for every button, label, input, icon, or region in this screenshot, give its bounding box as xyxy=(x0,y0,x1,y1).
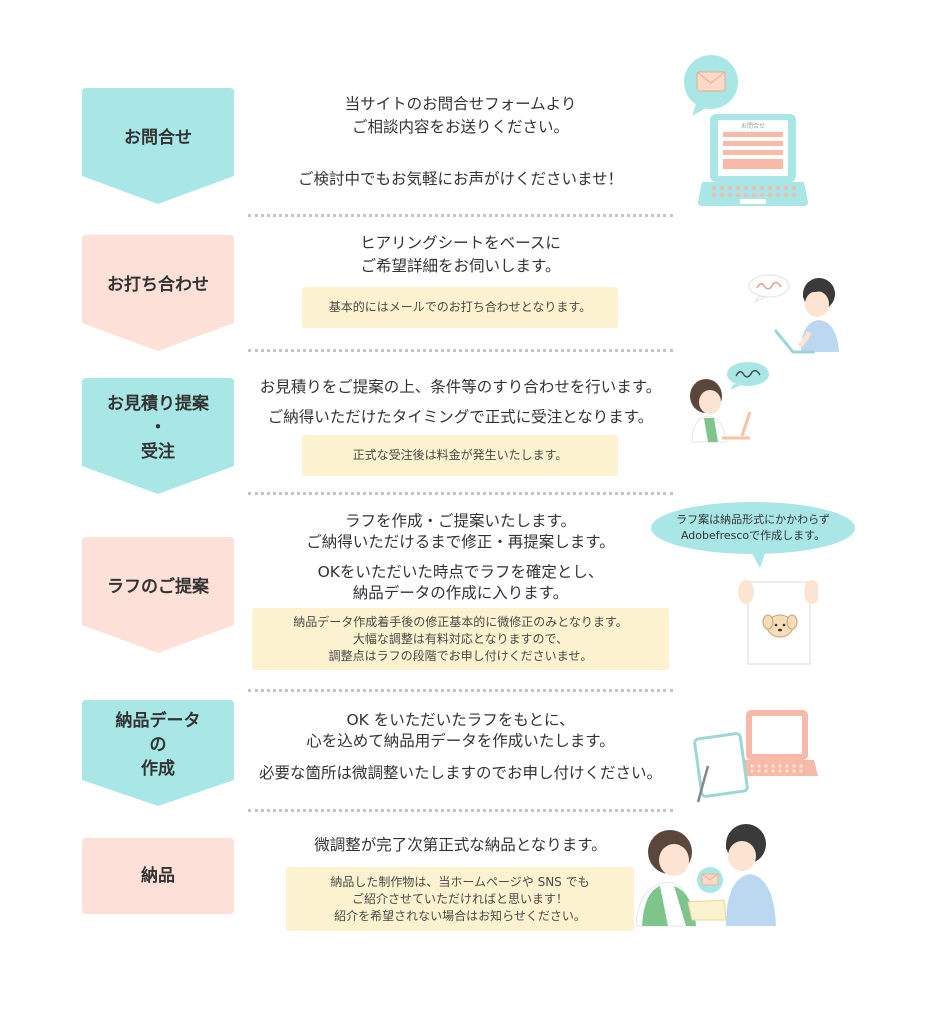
step-text: お見積りをご提案の上、条件等のすり合わせを行います。 xyxy=(259,378,662,396)
speech-bubble xyxy=(650,500,856,572)
step-content: お見積りをご提案の上、条件等のすり合わせを行います。 ご納得いただけたタイミング… xyxy=(248,377,673,428)
laptop-form-title: お問合せ xyxy=(741,122,765,130)
step-badge-rough: ラフのご提案 xyxy=(82,537,234,655)
step-note: 基本的にはメールでのお打ち合わせとなります。 xyxy=(302,287,618,328)
step-badge-production: 納品データ の 作成 xyxy=(82,700,234,808)
step-text: ご検討中でもお気軽にお声がけくださいませ！ xyxy=(297,170,624,188)
step-text: ご希望詳細をお伺いします。 xyxy=(360,257,561,275)
delivery-people-icon xyxy=(626,822,782,930)
speech-bubble-text: ラフ案は納品形式にかかわらず Adobefrescoで作成します。 xyxy=(650,512,856,544)
step-label: ・ xyxy=(149,418,167,438)
step-label: 納品データ xyxy=(115,711,201,731)
step-content: ラフを作成・ご提案いたします。 ご納得いただけるまで修正・再提案します。 OKを… xyxy=(248,511,673,604)
note-text: 基本的にはメールでのお打ち合わせとなります。 xyxy=(328,300,592,314)
step-badge-inquiry: お問合せ xyxy=(82,88,234,206)
person-laptop-icon xyxy=(684,358,780,446)
step-text: ラフを作成・ご提案いたします。 xyxy=(345,512,576,530)
step-text: 必要な箇所は微調整いたしますのでお申し付けください。 xyxy=(258,764,662,782)
step-content: OK をいただいたラフをもとに、 心を込めて納品用データを作成いたします。 必要… xyxy=(248,710,673,784)
step-badge-estimate: お見積り提案 ・ 受注 xyxy=(82,378,234,496)
divider xyxy=(248,492,673,495)
step-text: 心を込めて納品用データを作成いたします。 xyxy=(306,732,615,750)
step-label: お見積り提案 xyxy=(107,394,209,414)
step-label: 納品 xyxy=(141,866,175,886)
step-text: ご納得いただけるまで修正・再提案します。 xyxy=(306,533,615,551)
divider xyxy=(248,689,673,692)
step-label: 受注 xyxy=(141,442,175,462)
note-text: 調整点はラフの段階でお申し付けくださいませ。 xyxy=(328,648,593,663)
note-text: 正式な受注後は料金が発生いたします。 xyxy=(352,448,568,462)
step-badge-meeting: お打ち合わせ xyxy=(82,235,234,353)
step-text: OKをいただいた時点でラフを確定とし、 xyxy=(317,563,604,581)
divider xyxy=(248,214,673,217)
bubble-line: ラフ案は納品形式にかかわらず xyxy=(676,513,830,526)
step-note: 正式な受注後は料金が発生いたします。 xyxy=(302,435,618,476)
step-label: 作成 xyxy=(141,759,175,779)
divider xyxy=(248,349,673,352)
note-text: 大幅な調整は有料対応となりますので、 xyxy=(352,631,569,646)
laptop-form-icon: お問合せ xyxy=(680,52,810,212)
step-note: 納品した制作物は、当ホームページや SNS でも ご紹介させていただければと思い… xyxy=(286,867,634,931)
tablet-laptop-icon xyxy=(692,706,820,806)
step-label: ラフのご提案 xyxy=(107,577,209,597)
person-email-icon xyxy=(745,272,845,360)
step-label: お打ち合わせ xyxy=(107,275,209,295)
note-text: 紹介を希望されない場合はお知らせください。 xyxy=(334,908,586,923)
step-text: ご納得いただけたタイミングで正式に受注となります。 xyxy=(267,408,654,426)
step-content: 当サイトのお問合せフォームより ご相談内容をお送りください。 ご検討中でもお気軽… xyxy=(248,94,673,190)
note-text: 納品した制作物は、当ホームページや SNS でも xyxy=(330,874,590,889)
step-text: ヒアリングシートをベースに xyxy=(360,234,561,252)
step-badge-delivery: 納品 xyxy=(82,838,234,914)
note-text: ご紹介させていただければと思います！ xyxy=(351,891,568,906)
step-text: 納品データの作成に入ります。 xyxy=(352,584,569,602)
note-text: 納品データ作成着手後の修正基本的に微修正のみとなります。 xyxy=(293,614,628,629)
bubble-line: Adobefrescoで作成します。 xyxy=(680,529,826,542)
step-content: ヒアリングシートをベースに ご希望詳細をお伺いします。 xyxy=(248,233,673,277)
drawing-paper-icon xyxy=(738,568,820,668)
step-text: 微調整が完了次第正式な納品となります。 xyxy=(314,836,607,854)
step-text: ご相談内容をお送りください。 xyxy=(351,118,569,136)
step-text: OK をいただいたラフをもとに、 xyxy=(346,711,575,729)
step-text: 当サイトのお問合せフォームより xyxy=(344,95,577,113)
step-content: 微調整が完了次第正式な納品となります。 xyxy=(248,835,673,856)
step-note: 納品データ作成着手後の修正基本的に微修正のみとなります。 大幅な調整は有料対応と… xyxy=(252,608,669,670)
step-label: お問合せ xyxy=(124,128,192,148)
step-label: の xyxy=(149,735,167,755)
divider xyxy=(248,809,673,812)
